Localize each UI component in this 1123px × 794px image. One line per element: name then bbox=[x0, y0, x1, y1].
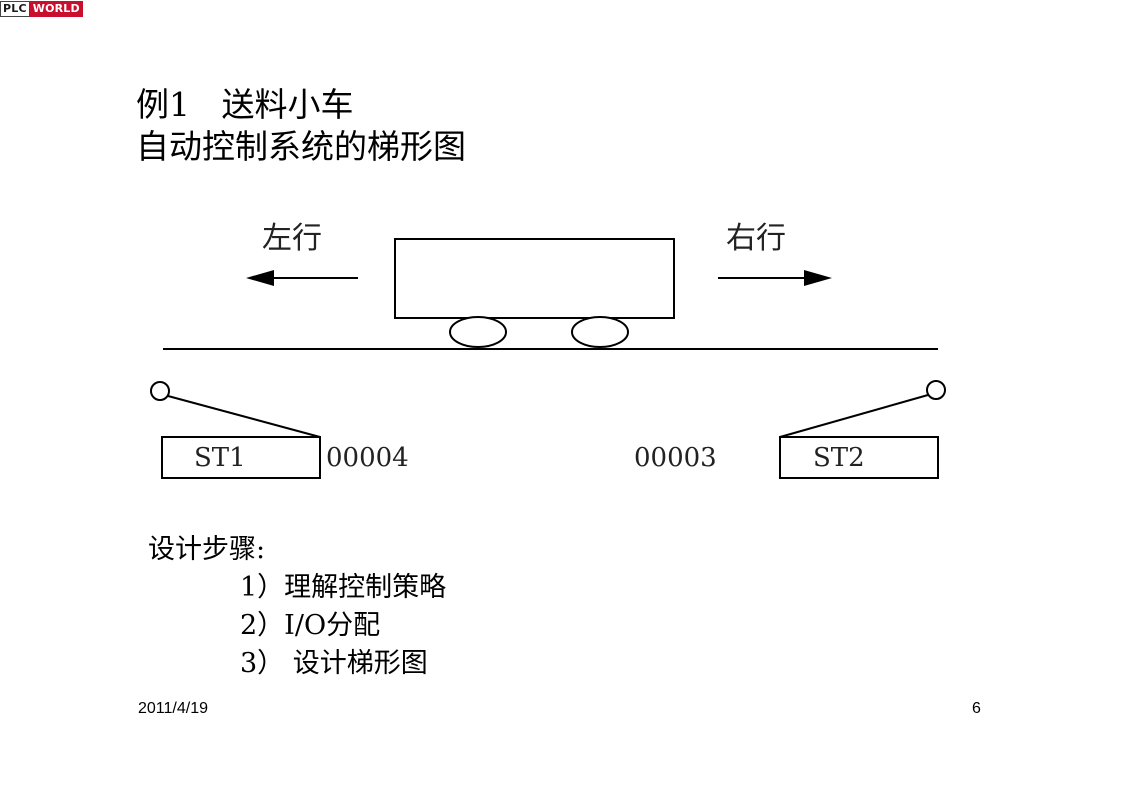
switch-st1-address: 00004 bbox=[326, 443, 409, 473]
left-arrow-icon bbox=[246, 270, 358, 286]
switch-st1-label: ST1 bbox=[194, 443, 246, 473]
logo-plc: PLC bbox=[0, 1, 30, 17]
right-direction-label: 右行 bbox=[726, 221, 786, 256]
switch-st2-address: 00003 bbox=[634, 443, 717, 473]
footer-date: 2011/4/19 bbox=[138, 700, 208, 717]
cart-wheel-right bbox=[571, 316, 629, 348]
cart-body bbox=[394, 238, 675, 319]
logo-world: WORLD bbox=[29, 1, 83, 17]
switch-st2-label: ST2 bbox=[813, 443, 865, 473]
step-item: 3） 设计梯形图 bbox=[240, 648, 428, 679]
right-arrow-icon bbox=[718, 270, 832, 286]
step-item: 2）I/O分配 bbox=[240, 610, 381, 641]
title-line-2: 自动控制系统的梯形图 bbox=[136, 127, 466, 166]
cart-wheel-left bbox=[449, 316, 507, 348]
step-item: 1）理解控制策略 bbox=[240, 572, 447, 603]
limit-switch-st1 bbox=[150, 381, 321, 479]
slide-title: 例1 送料小车 自动控制系统的梯形图 bbox=[136, 84, 466, 168]
limit-switch-st2 bbox=[779, 380, 946, 479]
title-line-1: 例1 送料小车 bbox=[136, 85, 354, 124]
left-direction-label: 左行 bbox=[262, 221, 322, 256]
design-steps: 设计步骤: 1）理解控制策略 2）I/O分配 3） 设计梯形图 bbox=[148, 531, 446, 683]
steps-heading: 设计步骤: bbox=[148, 534, 266, 565]
page-number: 6 bbox=[972, 700, 981, 717]
